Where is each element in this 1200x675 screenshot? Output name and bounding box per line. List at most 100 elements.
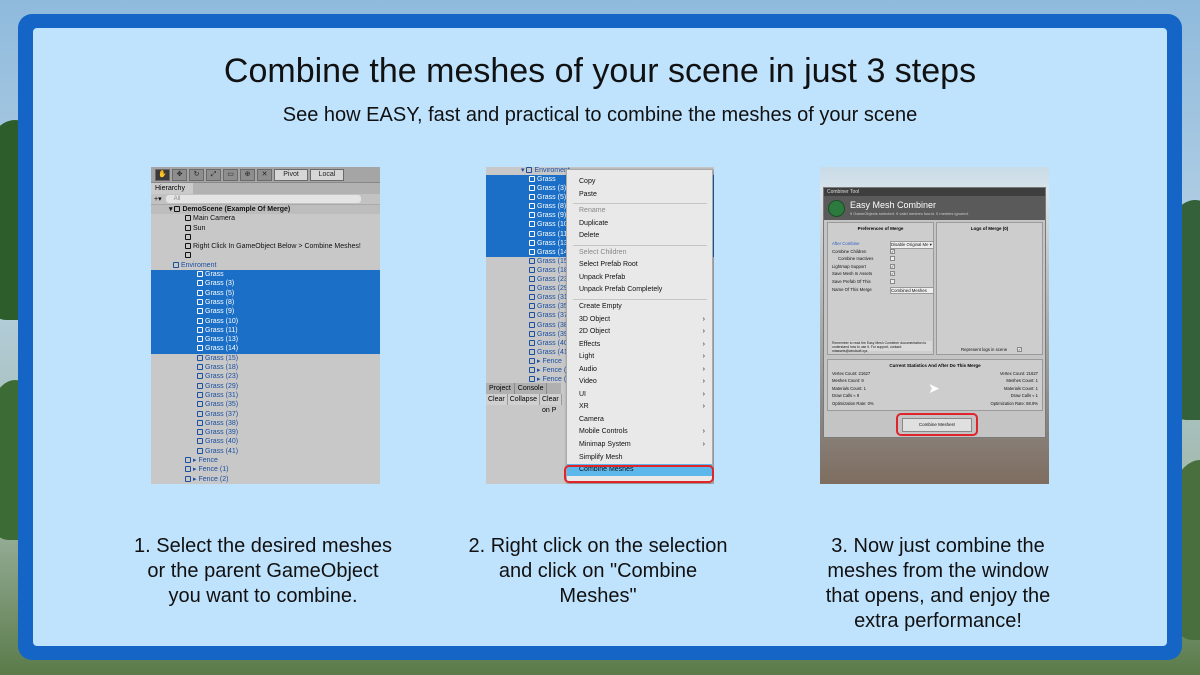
gameobject-icon bbox=[529, 285, 535, 292]
pref-checkbox[interactable]: ✓ bbox=[890, 248, 895, 254]
collapse-button[interactable]: Collapse bbox=[508, 394, 540, 405]
local-button[interactable]: Local bbox=[310, 168, 344, 181]
list-item[interactable]: Grass (14) bbox=[151, 344, 380, 354]
list-item[interactable]: Grass (37) bbox=[486, 311, 714, 320]
console-tab[interactable]: Console bbox=[515, 383, 548, 394]
rect-tool-icon[interactable]: ▭ bbox=[223, 168, 238, 181]
menu-item-3d-object[interactable]: 3D Object› bbox=[579, 314, 711, 326]
combine-meshes-button[interactable]: Combine Meshes! bbox=[902, 418, 972, 432]
menu-item-delete[interactable]: Delete bbox=[579, 230, 711, 242]
list-item[interactable]: Grass (11) bbox=[151, 325, 380, 336]
list-item[interactable]: Grass (37) bbox=[151, 410, 380, 419]
pref-checkbox[interactable] bbox=[890, 256, 895, 262]
rotate-tool-icon[interactable]: ↻ bbox=[189, 168, 204, 181]
list-item[interactable]: Grass (5) bbox=[151, 288, 380, 298]
list-item[interactable]: Grass (29) bbox=[486, 284, 714, 293]
menu-item-select-children[interactable]: Select Children bbox=[579, 247, 711, 259]
menu-item-create-empty[interactable]: Create Empty bbox=[579, 301, 711, 313]
list-item[interactable]: Grass (10) bbox=[151, 316, 380, 326]
menu-item-camera[interactable]: Camera bbox=[579, 414, 711, 426]
list-item[interactable]: Main Camera bbox=[151, 214, 380, 223]
pref-value-field[interactable]: Disable Original Me ▾ bbox=[890, 241, 934, 249]
clear-on-play-button[interactable]: Clear on P bbox=[540, 394, 562, 414]
list-item[interactable]: Grass (23) bbox=[151, 372, 380, 381]
list-item[interactable]: Grass (9) bbox=[151, 307, 380, 317]
list-item[interactable]: Grass (13) bbox=[151, 335, 380, 345]
menu-item-light[interactable]: Light› bbox=[579, 351, 711, 363]
parent-row[interactable]: ▾ Enviroment bbox=[521, 167, 570, 174]
transform-tool-icon[interactable]: ⊕ bbox=[240, 168, 255, 181]
list-item[interactable]: ▸ Fence (2) bbox=[486, 375, 714, 384]
menu-item-xr[interactable]: XR› bbox=[579, 401, 711, 413]
represent-logs-checkbox[interactable]: ✓ bbox=[1017, 347, 1022, 352]
list-item[interactable]: Grass (40) bbox=[151, 437, 380, 446]
menu-item-2d-object[interactable]: 2D Object› bbox=[579, 326, 711, 338]
list-item[interactable]: Grass (40) bbox=[486, 339, 714, 348]
menu-item-minimap-system[interactable]: Minimap System› bbox=[579, 439, 711, 451]
hierarchy-search-input[interactable]: All bbox=[165, 195, 361, 203]
menu-item-mobile-controls[interactable]: Mobile Controls› bbox=[579, 426, 711, 438]
menu-item-video[interactable]: Video› bbox=[579, 376, 711, 388]
list-item[interactable]: ▸ Fence (1) bbox=[486, 366, 714, 375]
list-item[interactable]: Grass (23) bbox=[486, 275, 714, 284]
menu-item-label: XR bbox=[579, 403, 589, 411]
menu-item-combine-meshes[interactable]: Combine Meshes bbox=[567, 464, 712, 477]
menu-item-audio[interactable]: Audio› bbox=[579, 364, 711, 376]
menu-item-select-prefab-root[interactable]: Select Prefab Root bbox=[579, 259, 711, 271]
list-item[interactable]: Grass (18) bbox=[486, 266, 714, 275]
menu-item-effects[interactable]: Effects› bbox=[579, 339, 711, 351]
hierarchy-tab[interactable]: Hierarchy bbox=[151, 183, 193, 194]
list-item[interactable]: Grass (41) bbox=[486, 348, 714, 357]
list-item[interactable]: Grass (35) bbox=[486, 302, 714, 311]
list-item[interactable]: ▸ Fence bbox=[151, 456, 380, 465]
menu-item-copy[interactable]: Copy bbox=[579, 176, 711, 188]
list-item[interactable]: Sun bbox=[151, 224, 380, 233]
list-item[interactable] bbox=[151, 251, 380, 260]
list-item[interactable]: Enviroment bbox=[151, 261, 380, 270]
menu-item-rename[interactable]: Rename bbox=[579, 205, 711, 217]
list-item[interactable]: Grass (31) bbox=[486, 293, 714, 302]
menu-item-duplicate[interactable]: Duplicate bbox=[579, 218, 711, 230]
scene-row[interactable]: ▾ DemoScene (Example Of Merge) bbox=[151, 205, 380, 215]
list-item[interactable]: Grass bbox=[151, 270, 380, 280]
list-item[interactable]: ▸ Fence (2) bbox=[151, 475, 380, 484]
pref-checkbox[interactable] bbox=[890, 279, 895, 284]
pref-checkbox[interactable]: ✓ bbox=[890, 263, 895, 269]
list-item[interactable]: Grass (38) bbox=[486, 321, 714, 330]
list-item[interactable]: Grass (8) bbox=[151, 297, 380, 308]
stat-value: Meshes Count: 9 bbox=[832, 378, 864, 384]
list-item[interactable]: Grass (15) bbox=[151, 354, 380, 363]
menu-item-simplify-mesh[interactable]: Simplify Mesh bbox=[579, 452, 711, 464]
project-tab[interactable]: Project bbox=[486, 383, 515, 394]
clear-button[interactable]: Clear bbox=[486, 394, 508, 405]
menu-item-ui[interactable]: UI› bbox=[579, 389, 711, 401]
list-item[interactable]: Grass (31) bbox=[151, 391, 380, 400]
list-item[interactable]: ▸ Fence bbox=[486, 357, 714, 366]
list-item[interactable]: Grass (41) bbox=[151, 447, 380, 456]
step-2-caption: 2. Right click on the selection and clic… bbox=[468, 535, 728, 607]
menu-item-unpack-prefab[interactable]: Unpack Prefab bbox=[579, 272, 711, 284]
list-item[interactable]: Grass (39) bbox=[486, 330, 714, 339]
custom-tool-icon[interactable]: ✕ bbox=[257, 168, 272, 181]
pref-value-field[interactable]: Combined Meshes bbox=[890, 286, 934, 294]
list-item[interactable]: Grass (3) bbox=[151, 279, 380, 289]
pivot-button[interactable]: Pivot bbox=[274, 168, 308, 181]
list-item[interactable] bbox=[151, 233, 380, 242]
menu-item-paste[interactable]: Paste bbox=[579, 189, 711, 201]
scale-tool-icon[interactable]: ⤢ bbox=[206, 168, 221, 181]
add-icon[interactable]: +▾ bbox=[154, 196, 162, 203]
move-tool-icon[interactable]: ✥ bbox=[172, 168, 187, 181]
list-item[interactable]: Grass (29) bbox=[151, 382, 380, 391]
list-item[interactable]: Right Click In GameObject Below > Combin… bbox=[151, 242, 380, 251]
list-item[interactable]: Grass (18) bbox=[151, 363, 380, 372]
pref-checkbox[interactable]: ✓ bbox=[890, 271, 895, 277]
menu-item-unpack-prefab-completely[interactable]: Unpack Prefab Completely bbox=[579, 284, 711, 296]
list-item[interactable]: Grass (35) bbox=[151, 400, 380, 409]
menu-item-label: Unpack Prefab bbox=[579, 273, 626, 281]
list-item[interactable]: Grass (38) bbox=[151, 419, 380, 428]
list-item[interactable]: ▸ Fence (1) bbox=[151, 465, 380, 474]
list-item[interactable]: Grass (39) bbox=[151, 428, 380, 437]
list-item[interactable]: Grass (15) bbox=[486, 257, 714, 266]
hand-tool-icon[interactable]: ✋ bbox=[155, 168, 170, 181]
page-subtitle: See how EASY, fast and practical to comb… bbox=[282, 104, 918, 126]
